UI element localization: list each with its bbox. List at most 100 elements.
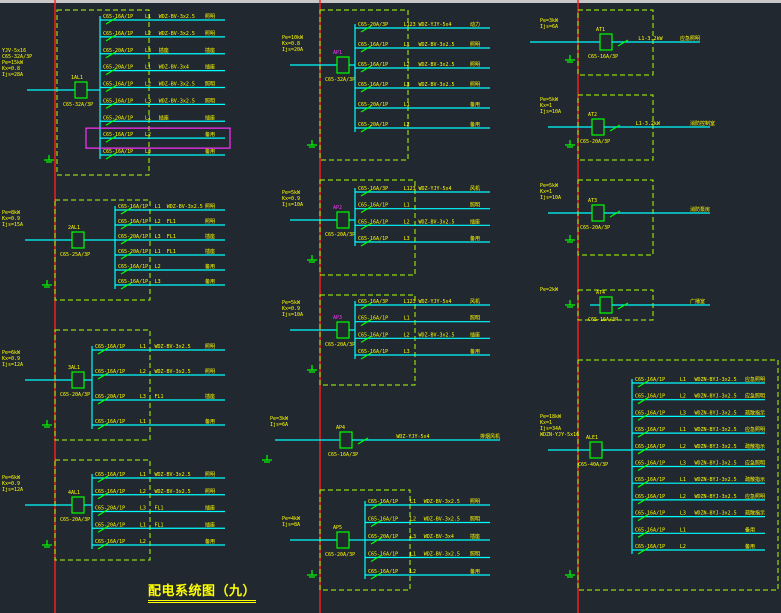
main-switch-icon <box>336 531 350 549</box>
cable-label: WDZ-BV-3x2.5 <box>159 31 195 37</box>
cable-label: FL1 <box>167 219 176 225</box>
breaker-icon <box>360 335 372 343</box>
breaker-label: C65-16A/1P <box>635 377 665 383</box>
breaker-icon <box>105 34 117 42</box>
incoming-spec: Kx=0.9 <box>2 216 20 222</box>
breaker-label: C65-16A/1P <box>635 394 665 400</box>
breaker-label: C65-20A/1P <box>358 102 388 108</box>
load-label: 插座 <box>205 248 215 255</box>
incoming-spec: Kx=0.9 <box>282 306 300 312</box>
breaker-label: C65-16A/1P <box>95 344 125 350</box>
breaker-label: C65-16A/3P <box>358 299 388 305</box>
phase-label: L1 <box>410 499 416 505</box>
ground-icon <box>42 280 52 288</box>
panel-id: AP4 <box>336 425 345 431</box>
incoming-spec: Pe=3kW <box>540 18 559 24</box>
load-label: 照明 <box>470 316 480 322</box>
load-label: 备用 <box>470 101 480 108</box>
ground-icon <box>565 55 575 63</box>
phase-label: L3 <box>680 461 686 467</box>
breaker-icon <box>120 282 132 290</box>
cable-label: WDZ-BV-3x2.5 <box>155 472 191 478</box>
breaker-icon <box>370 519 382 528</box>
phase-label: L1 <box>140 344 146 350</box>
ground-icon <box>565 570 575 578</box>
load-label: 备用 <box>470 121 480 128</box>
load-label: 照明 <box>205 31 215 37</box>
breaker-icon <box>105 68 117 76</box>
main-switch-icon <box>591 118 605 136</box>
cable-label: WDZ-YJY-5x4 <box>418 22 451 28</box>
breaker-icon <box>97 422 109 430</box>
breaker-label: C65-16A/1P <box>358 236 388 242</box>
phase-label: L2 <box>404 332 410 338</box>
breaker-label: C65-16A/1P <box>358 349 388 355</box>
cable-label: WDZN-BYJ-3x2.5 <box>695 394 737 400</box>
breaker-icon <box>120 237 132 245</box>
incoming-spec: Ijs=10A <box>540 195 561 201</box>
incoming-spec: Ijs=10A <box>282 312 303 318</box>
incoming-spec: Ijs=15A <box>2 222 23 228</box>
cable-label: WDZ-BV-3x2.5 <box>424 552 460 558</box>
phase-label: L3 <box>140 506 146 512</box>
breaker-icon <box>97 475 109 483</box>
phase-label: L1 <box>404 42 410 48</box>
incoming-spec: Ijs=6A <box>540 24 558 30</box>
breaker-label: C65-16A/1P <box>103 98 133 104</box>
cable-label: WDZ-YJY-5x4 <box>418 299 451 305</box>
breaker-label: C65-16A/1P <box>95 419 125 425</box>
panel-id: AP5 <box>333 525 342 531</box>
load-label: 插座 <box>470 218 480 225</box>
main-switch-icon <box>74 81 88 99</box>
phase-label: L2 <box>140 369 146 375</box>
cable-label: WDZ-BV-3x2.5 <box>418 82 454 88</box>
panel-id: 4AL1 <box>68 490 80 496</box>
breaker-icon <box>637 447 649 455</box>
phase-label: L1 <box>680 477 686 483</box>
load-label: 应急照明 <box>745 460 765 467</box>
cable-label: WDZ-BV-3x2.5 <box>155 369 191 375</box>
cable-label: WDZN-BYJ-3x2.5 <box>695 477 737 483</box>
phase-label: L3 <box>145 98 151 104</box>
breaker-icon <box>637 480 649 488</box>
load-label: 照明 <box>205 14 215 20</box>
load-label: 插座 <box>205 64 215 71</box>
cable-label: WDZN-BYJ-3x2.5 <box>695 511 737 517</box>
phase-label: L1 <box>155 249 161 255</box>
phase-label: L1 <box>680 427 686 433</box>
breaker-icon <box>360 125 372 133</box>
load-label: 消防泵房 <box>690 206 710 213</box>
load-label: 备用 <box>205 538 215 545</box>
breaker-icon <box>97 525 109 533</box>
load-label: 照明 <box>470 62 480 68</box>
phase-label: L1 <box>404 316 410 322</box>
incoming-spec: Kx=0.8 <box>2 66 20 72</box>
cable-label: FL1 <box>155 394 164 400</box>
breaker-icon <box>97 347 109 355</box>
ground-icon <box>565 300 575 308</box>
cable-label: WDZ-BV-3x2.5 <box>424 499 460 505</box>
load-label: 疏散指示 <box>745 510 765 517</box>
breaker-icon <box>105 118 117 126</box>
panel-boundary <box>54 459 151 561</box>
breaker-icon <box>357 437 369 445</box>
main-breaker-label: C65-32A/3P <box>63 102 93 108</box>
incoming-spec: WDZN-YJY-5x16 <box>540 432 579 438</box>
cable-label: WDZ-BV-3x2.5 <box>159 82 195 88</box>
